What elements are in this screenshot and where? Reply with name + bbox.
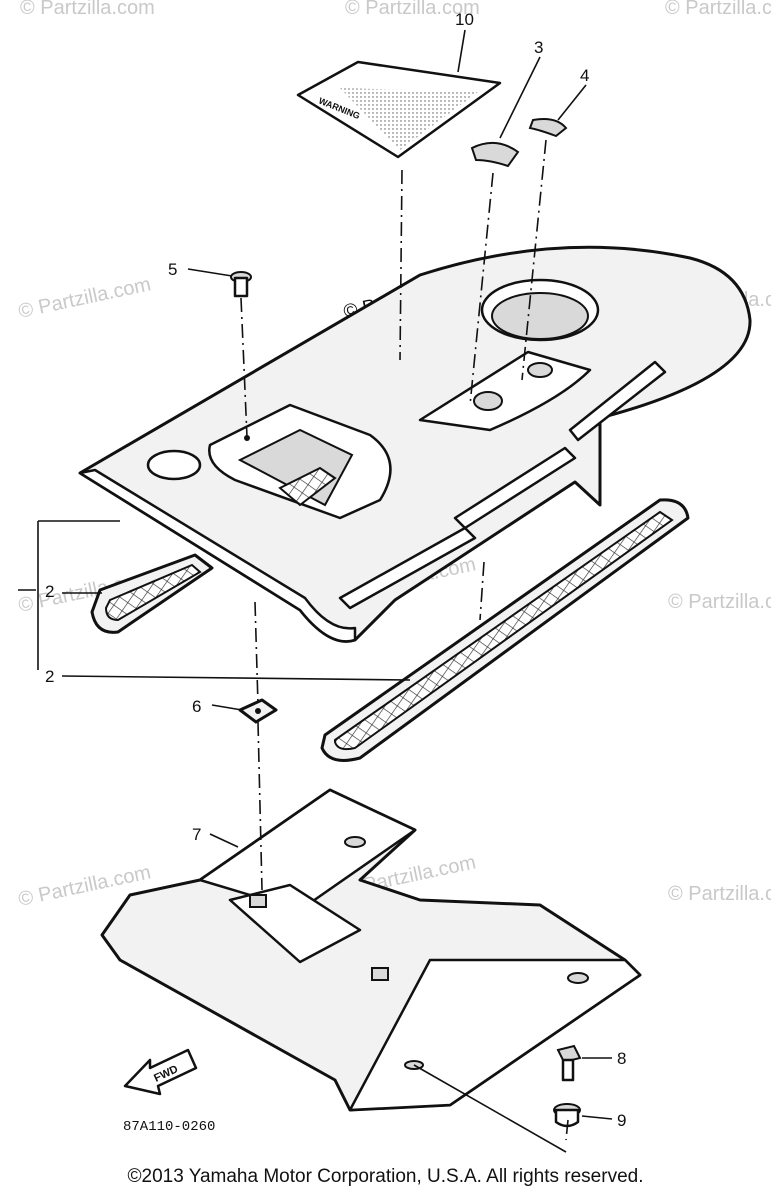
hood-cover bbox=[78, 245, 752, 643]
clip-nut-part-6 bbox=[238, 698, 278, 724]
callout-6: 6 bbox=[192, 697, 201, 716]
plug-part-4 bbox=[528, 118, 568, 138]
watermark-text: © Partzilla.com bbox=[665, 0, 771, 19]
copyright-notice: ©2013 Yamaha Motor Corporation, U.S.A. A… bbox=[127, 1166, 644, 1187]
fwd-arrow-icon: FWD bbox=[123, 1048, 198, 1096]
callout-2-lower: 2 bbox=[45, 667, 54, 686]
bolt-part-8 bbox=[556, 1044, 582, 1082]
warning-decal-part-10: WARNING bbox=[296, 60, 502, 159]
leader-lines bbox=[18, 29, 613, 1153]
bolt-part-5 bbox=[230, 271, 252, 298]
grille-left-part-2 bbox=[90, 553, 214, 634]
callout-4: 4 bbox=[580, 66, 589, 85]
callout-8: 8 bbox=[617, 1049, 626, 1068]
callout-10: 10 bbox=[455, 10, 474, 29]
callouts: 10 3 4 5 2 2 6 7 8 9 bbox=[45, 10, 626, 1130]
watermark-text: © Partzilla.com bbox=[668, 591, 771, 613]
grille-right-part-2 bbox=[320, 498, 690, 762]
watermark-text: © Partzilla.com bbox=[16, 273, 152, 323]
plug-part-3 bbox=[470, 141, 520, 168]
callout-5: 5 bbox=[168, 260, 177, 279]
watermark-text: © Partzilla.com bbox=[20, 0, 155, 19]
callout-2-upper: 2 bbox=[45, 582, 54, 601]
callout-7: 7 bbox=[192, 825, 201, 844]
diagram-code: 87A110-0260 bbox=[123, 1119, 215, 1135]
callout-3: 3 bbox=[534, 38, 543, 57]
assembly-lines bbox=[240, 139, 569, 1141]
watermark-text: © Partzilla.com bbox=[345, 0, 480, 19]
grommet-part-9 bbox=[553, 1103, 581, 1128]
callout-9: 9 bbox=[617, 1111, 626, 1130]
watermark-text: © Partzilla.com bbox=[668, 883, 771, 905]
bracket-part-7 bbox=[100, 788, 642, 1112]
